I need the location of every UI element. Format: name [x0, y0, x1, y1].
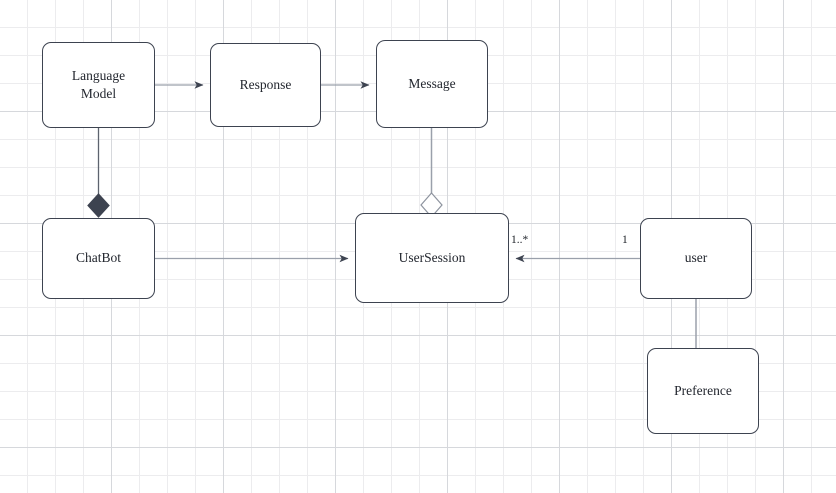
- node-language-model[interactable]: Language Model: [42, 42, 155, 128]
- node-label-user-session: UserSession: [398, 249, 466, 265]
- node-label-response: Response: [239, 76, 292, 92]
- node-label-user: user: [684, 250, 708, 266]
- node-chatbot[interactable]: ChatBot: [42, 218, 155, 299]
- node-label-preference: Preference: [674, 382, 732, 398]
- node-preference[interactable]: Preference: [647, 348, 759, 434]
- node-message[interactable]: Message: [376, 40, 488, 128]
- node-response[interactable]: Response: [210, 43, 321, 127]
- multiplicity-label-user: 1: [622, 234, 628, 246]
- node-user-session[interactable]: UserSession: [355, 213, 509, 303]
- node-label-chatbot: ChatBot: [75, 250, 121, 266]
- node-label-message: Message: [408, 75, 456, 91]
- multiplicity-label-user-session: 1..*: [511, 234, 529, 246]
- edge-language-model-to-chatbot: [87, 128, 110, 218]
- node-label-language-model: Language Model: [71, 67, 126, 101]
- node-user[interactable]: user: [640, 218, 752, 299]
- composition-diamond-icon: [87, 193, 110, 218]
- edge-message-to-user-session: [420, 128, 443, 218]
